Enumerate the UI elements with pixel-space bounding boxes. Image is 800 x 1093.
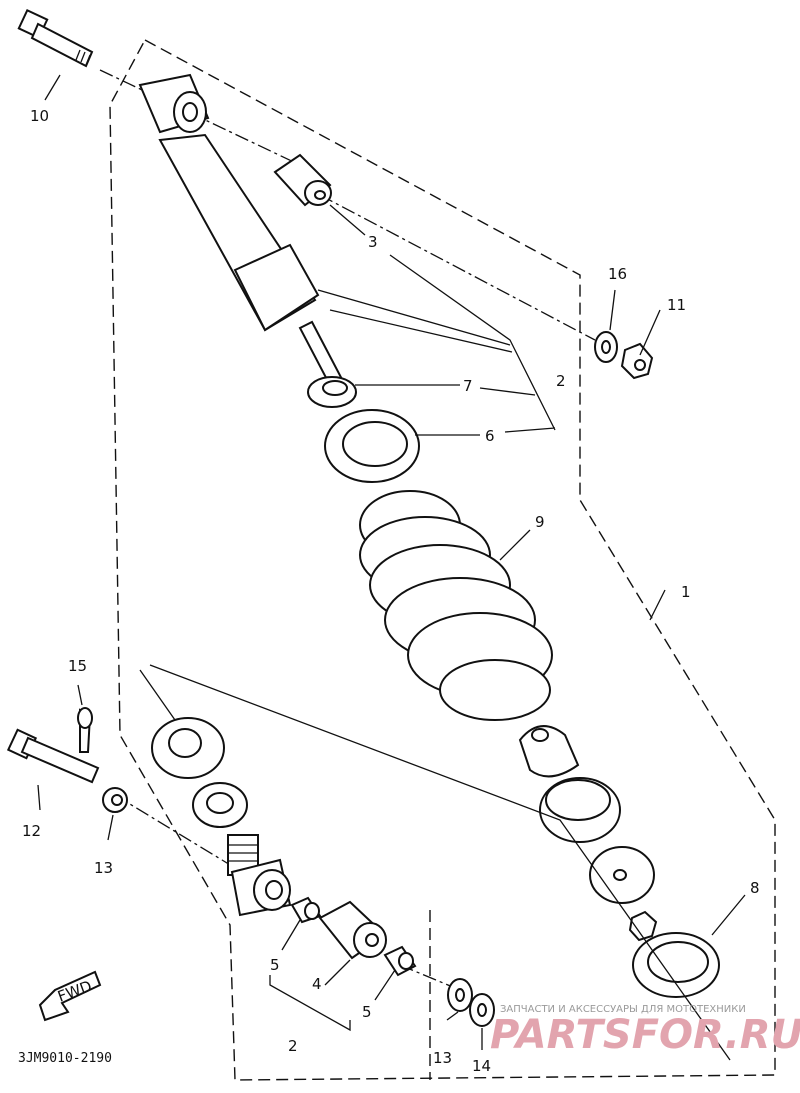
fwd-label: FWD: [55, 977, 94, 1006]
nut-11: [620, 342, 654, 380]
callout-9: 9: [535, 513, 545, 531]
spring-seat-8: [632, 932, 720, 998]
callout-13-right: 13: [433, 1049, 452, 1067]
callout-5-right: 5: [362, 1003, 372, 1021]
bracket-lines: [139, 664, 731, 1061]
callout-2-upper: 2: [556, 372, 566, 390]
lock-nut: [151, 717, 225, 779]
bolt-12: [6, 728, 100, 784]
washer-13b: [447, 978, 473, 1012]
callout-2-lower: 2: [288, 1037, 298, 1055]
bushing-3: [273, 153, 332, 207]
axis-line: [99, 69, 596, 991]
callout-12: 12: [22, 822, 41, 840]
cotter-pin-15: [77, 707, 93, 753]
bolt-10: [17, 8, 94, 68]
callout-11: 11: [667, 296, 686, 314]
plate: [589, 846, 655, 904]
fwd-arrow-icon: FWD: [38, 970, 102, 1022]
bump-stop: [518, 725, 580, 778]
spring-seat-6: [324, 409, 420, 483]
callout-15: 15: [68, 657, 87, 675]
small-nut: [628, 910, 658, 942]
callout-1: 1: [681, 583, 691, 601]
callout-14: 14: [472, 1057, 491, 1075]
washer-16: [594, 331, 618, 363]
drawing-code: 3JM9010-2190: [18, 1051, 112, 1066]
bushing-4: [318, 900, 387, 960]
cap: [539, 777, 621, 843]
callout-13-left: 13: [94, 859, 113, 877]
callout-4: 4: [312, 975, 322, 993]
watermark-tagline: ЗАПЧАСТИ И АКСЕССУАРЫ ДЛЯ МОТОТЕХНИКИ: [500, 1004, 746, 1015]
shock-body: [138, 73, 347, 393]
watermark-brand: PARTSFOR.RU: [490, 1012, 800, 1058]
lower-ring: [192, 782, 248, 828]
callout-5-left: 5: [270, 956, 280, 974]
washer-14: [469, 993, 495, 1027]
callout-6: 6: [485, 427, 495, 445]
clip-7: [307, 376, 357, 408]
lower-eye: [227, 834, 292, 917]
leader-lines: [37, 74, 746, 1050]
collar-5a: [290, 896, 322, 924]
collar-5b: [383, 945, 417, 977]
washer-13a: [102, 787, 128, 813]
callout-10: 10: [30, 107, 49, 125]
assembly-outline: [109, 39, 776, 1081]
callout-7: 7: [463, 377, 473, 395]
callout-8: 8: [750, 879, 760, 897]
spring-9: [359, 490, 553, 721]
callout-3: 3: [368, 233, 378, 251]
callout-16: 16: [608, 265, 627, 283]
